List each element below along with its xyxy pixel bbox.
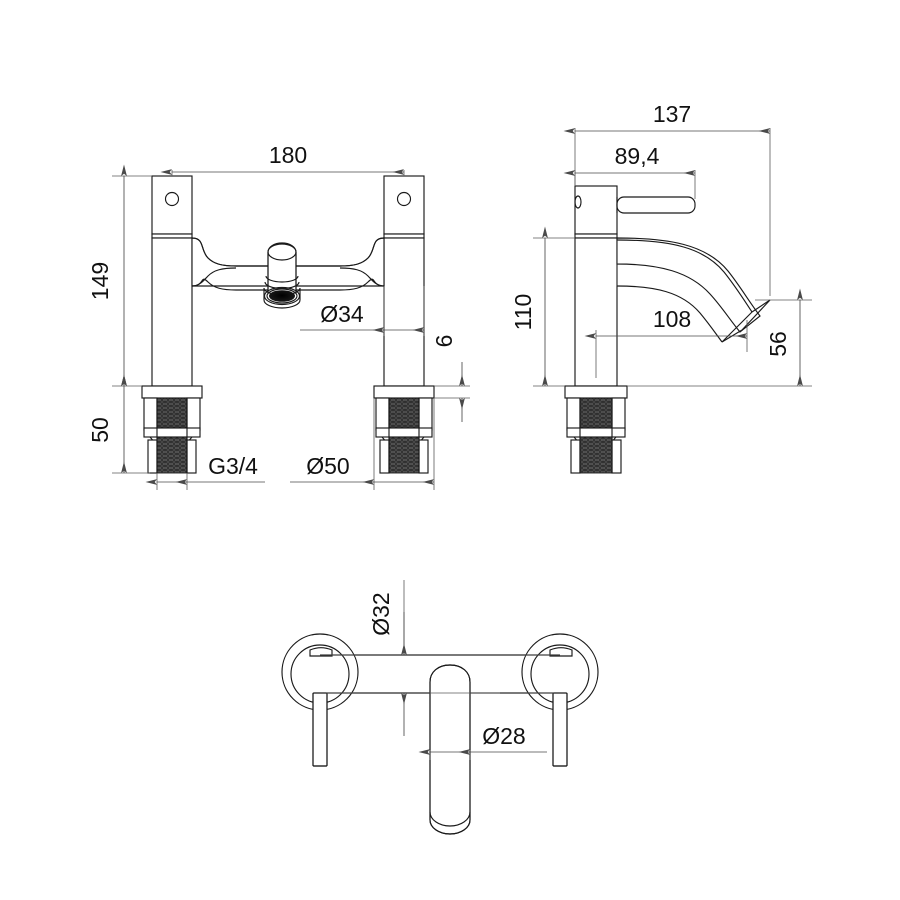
dim-dia-50: Ø50 (290, 398, 435, 490)
dim-dia-32: Ø32 (320, 580, 560, 736)
dim-dia-34-label: Ø34 (320, 301, 364, 327)
side-lever-handle (616, 196, 696, 214)
front-left-base-thread (141, 385, 203, 474)
dim-137-label: 137 (653, 101, 691, 127)
dim-89-4-label: 89,4 (615, 143, 660, 169)
side-pillar-hole-icon (574, 195, 582, 209)
dim-g34: G3/4 (145, 453, 265, 490)
dim-180: 180 (160, 142, 405, 176)
dim-180-label: 180 (269, 142, 307, 168)
dim-50-vertical: 50 (87, 374, 150, 474)
dim-dia-32-label: Ø32 (368, 592, 394, 635)
dim-dia-28-label: Ø28 (482, 723, 525, 749)
left-lever (312, 692, 328, 767)
side-elevation-view: 137 89,4 110 108 56 (510, 101, 812, 474)
dim-108: 108 (584, 306, 748, 378)
top-left-handle (281, 633, 359, 767)
dim-56: 56 (627, 288, 812, 387)
front-left-pillar (151, 175, 193, 387)
front-outlet-spout (263, 242, 301, 309)
front-right-base-thread (373, 385, 435, 474)
left-pillar-hole-icon (164, 191, 180, 207)
dim-89-4: 89,4 (563, 143, 696, 199)
top-spout (429, 664, 471, 835)
right-lever (552, 692, 568, 767)
side-base-thread (564, 385, 628, 474)
top-right-handle (521, 633, 599, 767)
dim-dia-34: Ø34 (300, 286, 425, 336)
dim-110-label: 110 (510, 294, 536, 331)
dim-56-label: 56 (765, 331, 791, 357)
front-elevation-view: 180 149 50 Ø34 6 (87, 142, 470, 490)
dim-149: 149 (87, 164, 152, 387)
dim-dia-28: Ø28 (418, 723, 547, 760)
dim-110: 110 (510, 226, 575, 387)
spout-aperture (269, 290, 295, 302)
dim-dia-50-label: Ø50 (306, 453, 349, 479)
dim-50-label: 50 (87, 417, 113, 443)
dim-6: 6 (431, 335, 470, 422)
dim-108-label: 108 (653, 306, 691, 332)
right-pillar-hole-icon (396, 191, 412, 207)
dim-6-label: 6 (431, 335, 457, 348)
top-plan-view: Ø32 Ø28 (281, 580, 599, 835)
front-right-pillar (383, 175, 425, 387)
dim-g34-label: G3/4 (208, 453, 258, 479)
dim-149-label: 149 (87, 262, 113, 300)
